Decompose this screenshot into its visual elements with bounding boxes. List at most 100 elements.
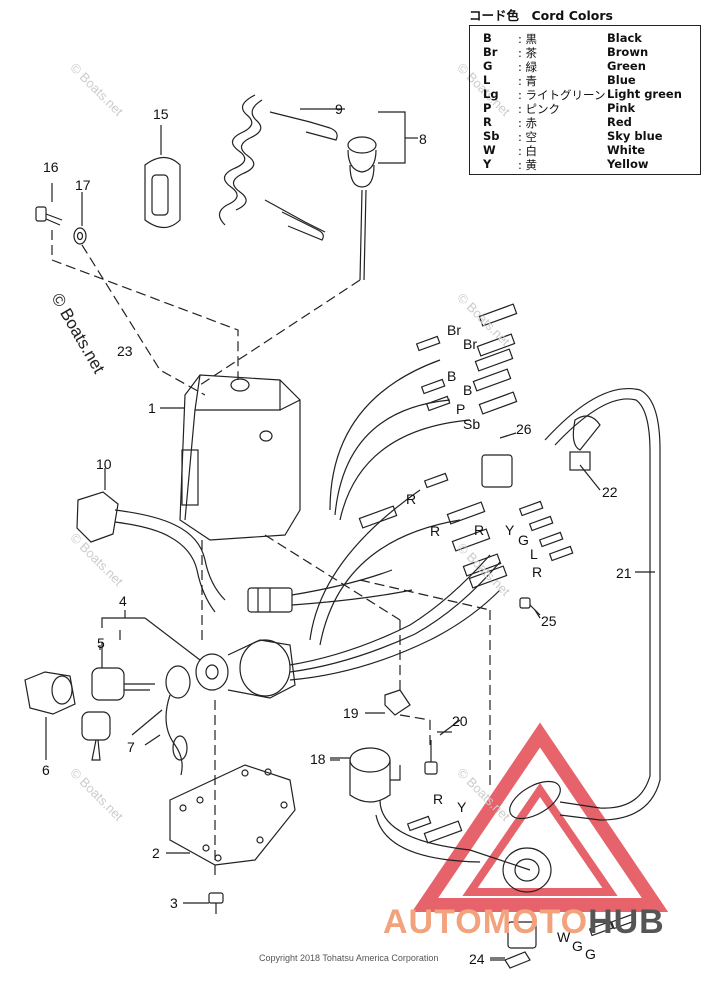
callout-leaders	[99, 407, 655, 959]
clamp-19	[365, 689, 411, 716]
washer-17	[73, 192, 87, 245]
plate-2	[166, 764, 296, 866]
callout-18: 18	[310, 751, 326, 767]
legend-jp: : 白	[518, 144, 538, 158]
plug-10	[76, 468, 226, 613]
wire-code-r: R	[532, 564, 543, 580]
callout-26: 26	[516, 421, 532, 437]
legend-row: P : ピンク Pink	[470, 101, 702, 116]
callout-9: 9	[335, 101, 343, 117]
legend-en: Brown	[607, 45, 649, 59]
legend-code: W	[483, 143, 496, 157]
legend-jp: : ピンク	[518, 102, 561, 116]
bolt-16	[35, 183, 63, 226]
wire-code-l: L	[530, 546, 538, 562]
legend-row: Sb : 空 Sky blue	[470, 129, 702, 144]
legend-jp: : ライトグリーン	[518, 88, 606, 102]
legend-jp: : 赤	[518, 116, 538, 130]
callout-4: 4	[119, 593, 127, 609]
legend-row: W : 白 White	[470, 143, 702, 158]
legend-title: コード色 Cord Colors	[469, 8, 613, 23]
legend-jp: : 黄	[518, 158, 538, 172]
wire-harness	[309, 359, 661, 871]
wire-code-r: R	[430, 523, 441, 539]
wire-code-r: R	[474, 522, 485, 538]
wire-code-g: G	[572, 938, 583, 954]
assembly-dashed-lines	[51, 230, 491, 880]
logo-text-1: AUTOMOTO	[383, 903, 589, 941]
coil-18	[330, 747, 401, 803]
legend-jp: : 緑	[518, 60, 538, 74]
callout-10: 10	[96, 456, 112, 472]
callout-5: 5	[97, 635, 105, 651]
wire-code-w: W	[557, 929, 571, 945]
legend-en: Red	[607, 115, 632, 129]
screw-3	[183, 892, 224, 914]
legend-en: Pink	[607, 101, 636, 115]
legend-en: Black	[607, 31, 642, 45]
legend-row: L : 青 Blue	[470, 73, 702, 88]
legend-code: Sb	[483, 129, 500, 143]
callout-19: 19	[343, 705, 359, 721]
lanyard-cord-9	[218, 94, 345, 241]
legend-code: G	[483, 59, 493, 73]
callout-1: 1	[148, 400, 156, 416]
screw-20	[424, 731, 452, 775]
legend-row: G : 緑 Green	[470, 59, 702, 74]
legend-jp: : 茶	[518, 46, 538, 60]
wire-code-y: Y	[505, 522, 515, 538]
callout-20: 20	[452, 713, 468, 729]
callout-16: 16	[43, 159, 59, 175]
callout-24: 24	[469, 951, 485, 967]
wire-code-b: B	[463, 382, 473, 398]
callout-2: 2	[152, 845, 160, 861]
grommet-15	[144, 125, 181, 229]
legend-en: Yellow	[607, 157, 649, 171]
legend-code: P	[483, 101, 492, 115]
wire-code-p: P	[456, 401, 466, 417]
connector-mid	[247, 569, 413, 613]
legend-code: Br	[483, 45, 498, 59]
legend-code: R	[483, 115, 492, 129]
wire-code-g: G	[585, 946, 596, 962]
legend-jp: : 黒	[518, 32, 538, 46]
legend-jp: : 空	[518, 130, 538, 144]
legend-code: Lg	[483, 87, 499, 101]
copyright-text: Copyright 2018 Tohatsu America Corporati…	[259, 953, 439, 963]
wire-code-r: R	[433, 791, 444, 807]
automotohub-logo-triangle	[411, 722, 669, 912]
wire-code-b: B	[447, 368, 457, 384]
legend-row: Br : 茶 Brown	[470, 45, 702, 60]
legend-en: Blue	[607, 73, 636, 87]
wire-code-br: Br	[463, 336, 477, 352]
callout-22: 22	[602, 484, 618, 500]
legend-en: White	[607, 143, 646, 157]
legend-row: R : 赤 Red	[470, 115, 702, 130]
cap-7	[131, 665, 191, 776]
automotohub-logo: AUTOMOTOHUB	[383, 903, 665, 942]
callout-23: 23	[117, 343, 133, 359]
cap-6	[24, 671, 76, 760]
lower-connectors	[490, 780, 561, 969]
callout-15: 15	[153, 106, 169, 122]
legend-code: L	[483, 73, 491, 87]
callout-7: 7	[127, 739, 135, 755]
callout-8: 8	[419, 131, 427, 147]
pin-terminals	[358, 303, 636, 937]
legend-en: Sky blue	[607, 129, 663, 143]
kill-switch-8	[347, 111, 418, 281]
wire-code-y: Y	[457, 799, 467, 815]
wire-code-br: Br	[447, 322, 461, 338]
legend-en: Light green	[607, 87, 682, 101]
legend-jp: : 青	[518, 74, 538, 88]
legend-code: B	[483, 31, 492, 45]
keys-5	[81, 642, 155, 761]
legend-en: Green	[607, 59, 646, 73]
wire-code-g: G	[518, 532, 529, 548]
callout-6: 6	[42, 762, 50, 778]
